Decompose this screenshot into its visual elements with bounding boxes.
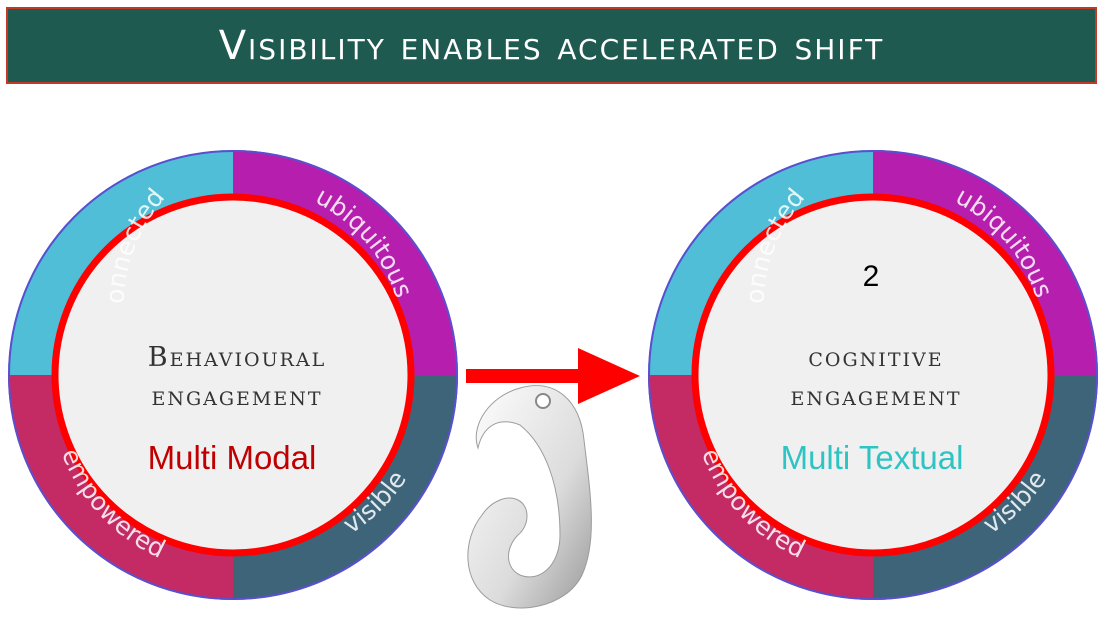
inner-ring	[51, 193, 415, 557]
title-bar: Visibility enables accelerated shift	[6, 7, 1097, 84]
wheel-outline	[8, 150, 458, 600]
right-heading-line2: engagement	[790, 381, 961, 412]
left-wheel: connected ubiquitous empowered visible B…	[0, 0, 458, 600]
shift-arrow	[466, 348, 640, 404]
page-title: Visibility enables accelerated shift	[218, 22, 885, 69]
hook-pendant-icon	[467, 385, 592, 609]
inner-ring	[691, 193, 1055, 557]
left-label: Multi Modal	[148, 439, 317, 476]
wheel-outline	[648, 150, 1098, 600]
left-heading-line2: engagement	[151, 381, 322, 412]
right-number: 2	[863, 260, 880, 293]
left-heading-line1: Behavioural	[148, 342, 327, 373]
right-label: Multi Textual	[781, 439, 964, 476]
right-heading-line1: cognitive	[808, 342, 943, 373]
